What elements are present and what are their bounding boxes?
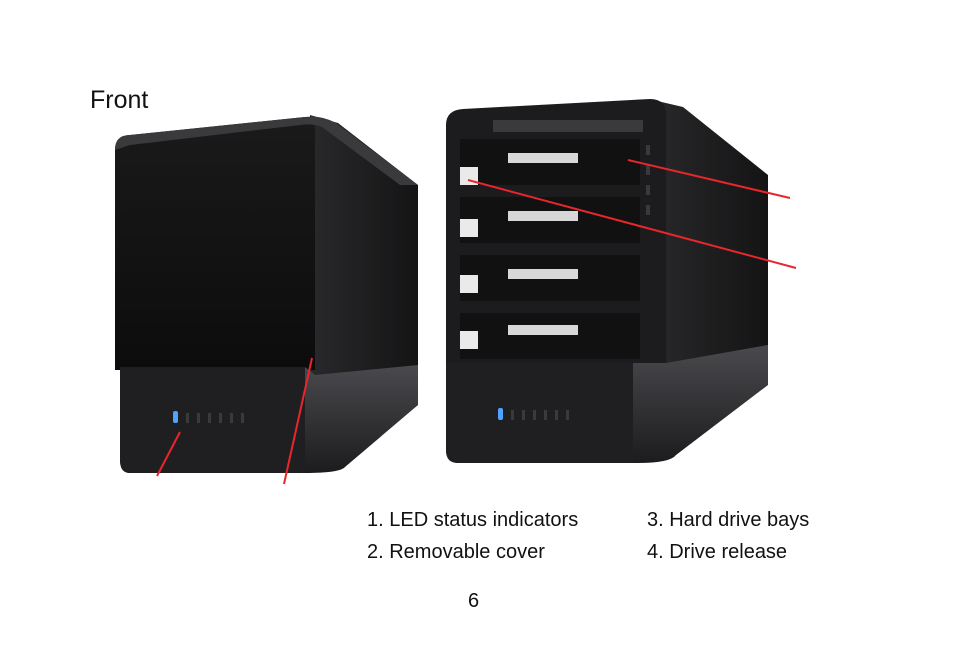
callout-cover-line (283, 357, 313, 485)
enclosure-drive-bays-photo (446, 99, 768, 463)
legend-item-bays: 3. Hard drive bays (647, 509, 810, 531)
legend-item-release: 4. Drive release (647, 541, 788, 563)
page-heading: Front (90, 86, 149, 114)
led-status-indicators (173, 411, 244, 423)
removable-cover (115, 117, 315, 370)
led-status-indicators-2 (498, 408, 569, 420)
legend-item-cover: 2. Removable cover (367, 541, 545, 563)
callout-release-line (467, 179, 797, 269)
callout-led-line (156, 431, 181, 477)
legend-item-led: 1. LED status indicators (367, 509, 579, 531)
hard-drive-bays (460, 139, 640, 359)
page-number: 6 (468, 590, 480, 612)
callout-bays-line (627, 159, 791, 199)
enclosure-front-cover-photo (115, 115, 418, 473)
